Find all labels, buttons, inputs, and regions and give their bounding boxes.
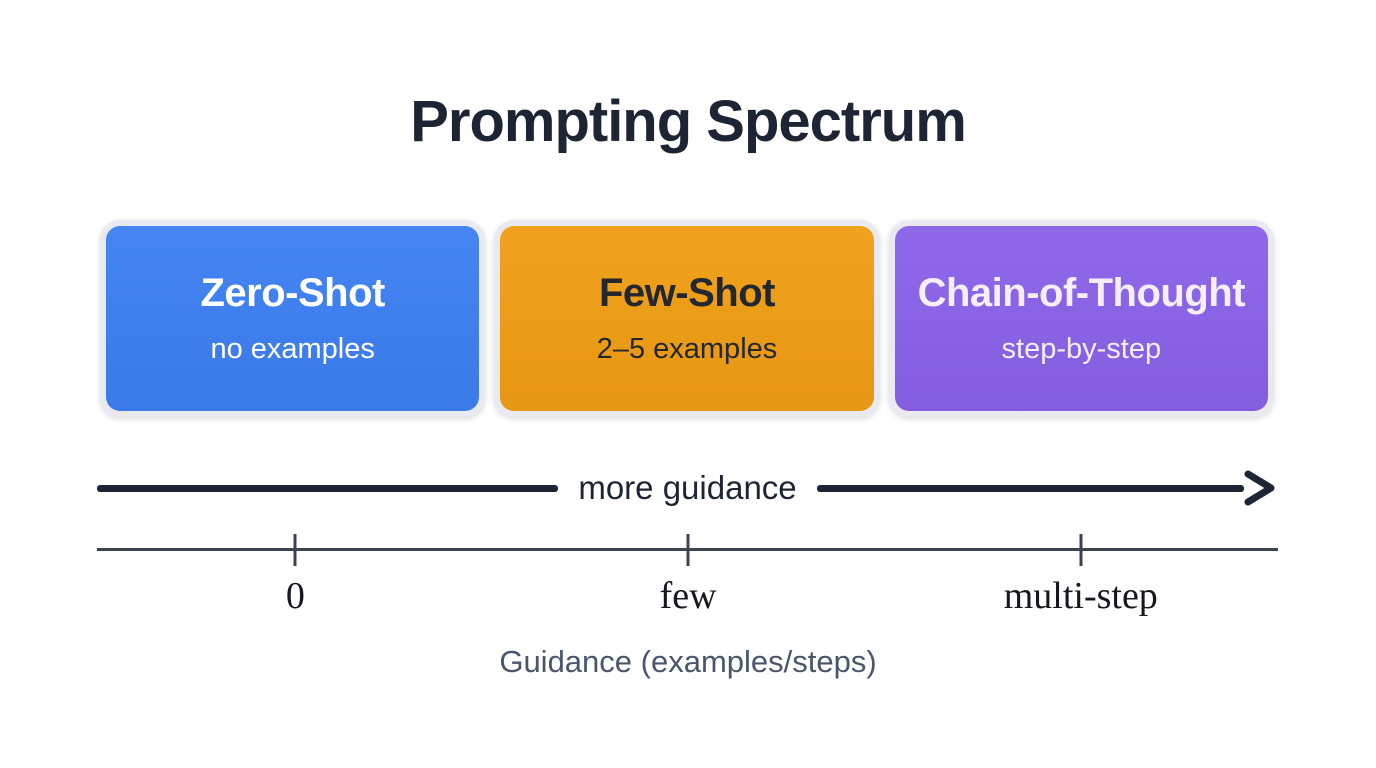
arrow-head-icon: [1244, 470, 1275, 506]
box-zero-shot-title: Zero-Shot: [200, 271, 385, 315]
page-title: Prompting Spectrum: [410, 89, 967, 154]
spectrum-boxes-row: Zero-Shot no examples Few-Shot 2–5 examp…: [100, 220, 1274, 417]
box-zero-shot-subtitle: no examples: [210, 333, 375, 365]
box-chain-of-thought-surface: Chain-of-Thought step-by-step: [894, 226, 1268, 411]
axis-tick-multi-step: [1079, 534, 1083, 566]
axis-tick-label-multi-step: multi-step: [1003, 575, 1158, 617]
guidance-axis: 0 few multi-step: [97, 534, 1278, 617]
box-zero-shot-surface: Zero-Shot no examples: [106, 226, 480, 411]
axis-tick-few: [686, 534, 690, 566]
box-few-shot-subtitle: 2–5 examples: [596, 333, 778, 365]
arrow-line-left: [97, 484, 559, 492]
box-zero-shot: Zero-Shot no examples: [100, 220, 486, 417]
axis-tick-zero: [293, 534, 297, 566]
box-few-shot-title: Few-Shot: [599, 271, 775, 315]
axis-tick-label-zero: 0: [285, 575, 305, 617]
axis-caption: Guidance (examples/steps): [499, 644, 877, 679]
box-few-shot: Few-Shot 2–5 examples: [494, 220, 880, 417]
guidance-arrow: more guidance: [97, 468, 1278, 508]
box-chain-of-thought: Chain-of-Thought step-by-step: [888, 220, 1274, 417]
axis-tick-label-few: few: [659, 575, 717, 617]
arrow-line-right: [816, 468, 1278, 508]
box-chain-of-thought-title: Chain-of-Thought: [917, 271, 1246, 315]
arrow-label: more guidance: [578, 469, 797, 506]
arrow-line-right-segment: [816, 484, 1244, 492]
box-few-shot-surface: Few-Shot 2–5 examples: [500, 226, 874, 411]
box-chain-of-thought-subtitle: step-by-step: [1001, 333, 1162, 365]
